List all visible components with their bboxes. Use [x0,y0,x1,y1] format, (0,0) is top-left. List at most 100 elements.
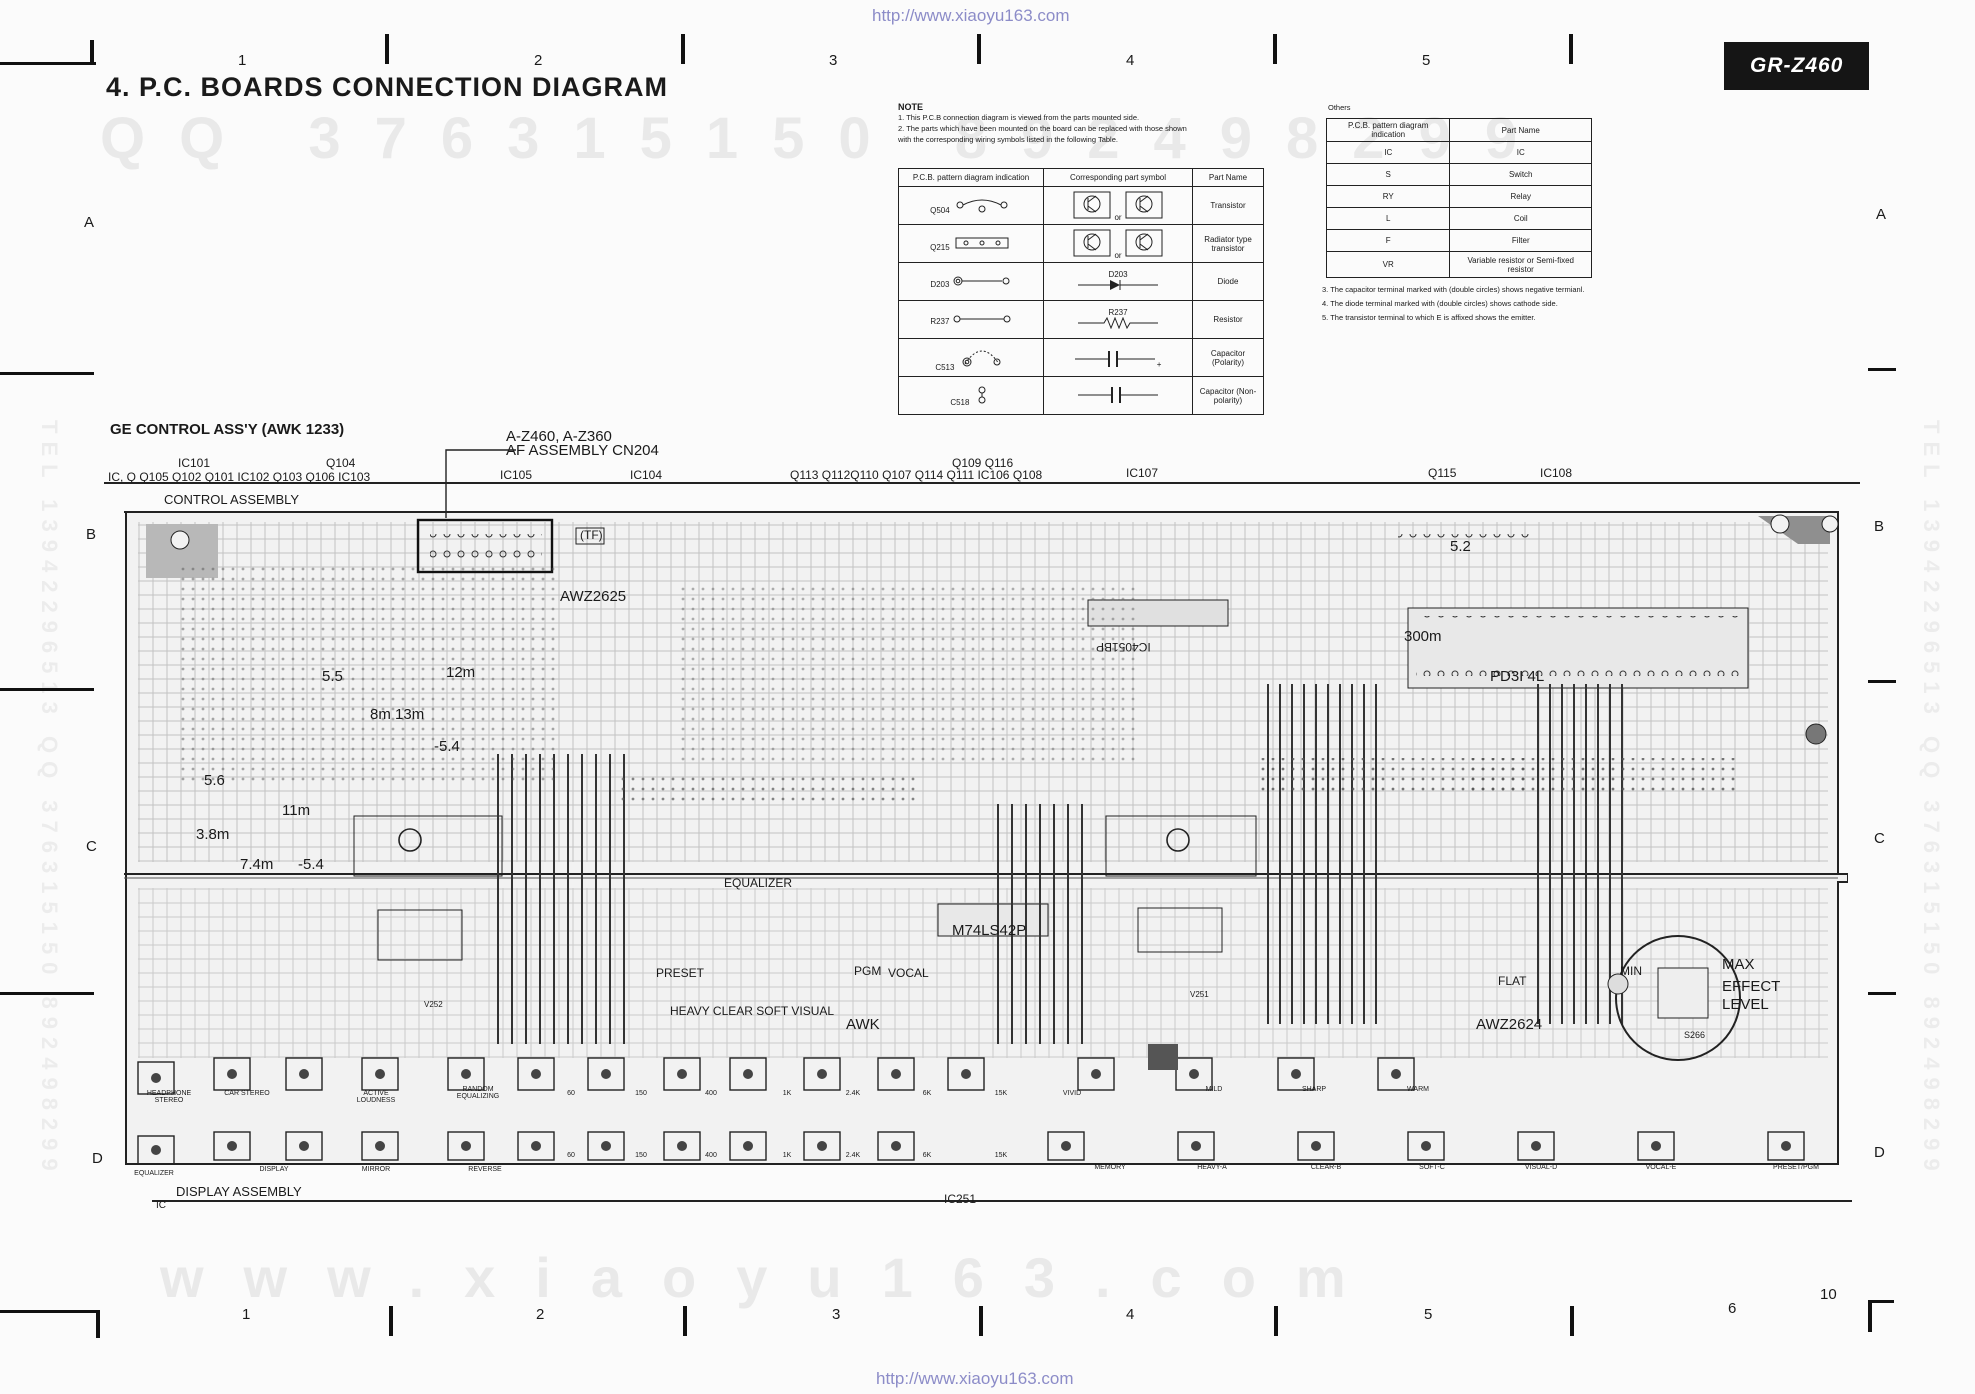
qq-watermark: QQ 376315150 892498299 [100,106,1552,171]
switch-label-active-loudness: ACTIVE LOUDNESS [356,1090,396,1104]
grid-col-top-5: 5 [1422,52,1431,69]
corner-mark-br-h [1868,1300,1894,1303]
pcb-label-v251: V251 [1190,990,1209,999]
grid-col-bottom-1: 1 [242,1306,251,1323]
pcb-label-equalizer: EQUALIZER [724,876,793,890]
pattern-diode-icon [953,276,1010,285]
edge-mark-left-3 [0,992,94,995]
pcb-label-v252: V252 [424,1000,443,1009]
switch-label-vocal-e: VOCAL-E [1645,1164,1677,1171]
grid-row-right-a: A [1876,206,1887,223]
resistor-symbol-icon [1078,316,1158,330]
others-code: VR [1325,251,1451,278]
grid-row-left-c: C [86,838,97,855]
col-sep-top-2 [681,34,685,64]
diode-symbol-icon [1078,280,1158,290]
col-sep-top-1 [385,34,389,64]
note-line-3: with the corresponding wiring symbols li… [898,135,1118,144]
legend-header-pattern: P.C.B. pattern diagram indication [898,168,1044,187]
pcb-label-effect: EFFECT [1722,978,1781,995]
legend-row-transistor: Q504 or Transistor [898,186,1264,225]
ref-label-q109-q116: Q109 Q116 [952,456,1014,470]
source-url-top[interactable]: http://www.xiaoyu163.com [872,6,1070,25]
switch-label-15k-a: 15K [994,1090,1008,1097]
switch-label-1k-b: 1K [782,1152,792,1159]
others-name: Relay [1449,185,1592,208]
switch-label-6k-a: 6K [922,1090,932,1097]
radiator-transistor-symbol-alt-icon [1125,229,1163,256]
connector-label-2: AF ASSEMBLY CN204 [506,442,659,459]
grid-col-bottom-4: 4 [1126,1306,1135,1323]
transistor-symbol-icon [1073,191,1111,218]
voltage-label-7-4m: 7.4m [240,856,274,873]
others-code: L [1325,207,1451,230]
legend-row-resistor: R237 R237 Resistor [898,300,1264,339]
note-block: NOTE 1. This P.C.B connection diagram is… [898,102,1268,145]
pattern-capacitor-nonpolar-icon [978,386,986,403]
pcb-label-ic4051bp: IC4051BP [1096,640,1151,654]
others-code: F [1325,229,1451,252]
grid-col-top-1: 1 [238,52,247,69]
col-sep-bottom-4 [1274,1306,1278,1336]
switch-label-sharp: SHARP [1301,1086,1327,1093]
voltage-label-12m: 12m [446,664,476,681]
part-name: Diode [1192,262,1264,301]
part-name: Radiator type transistor [1192,224,1264,263]
col-sep-bottom-3 [979,1306,983,1336]
switch-label-mild: MILD [1205,1086,1223,1093]
switch-label-soft-c: SOFT-C [1419,1164,1445,1171]
switch-label-visual-d: VISUAL-D [1524,1164,1558,1171]
model-badge: GR-Z460 [1724,42,1870,90]
grid-col-top-3: 3 [829,52,838,69]
pcb-label-vocal: VOCAL [888,966,929,980]
connector-label-1: A-Z460, A-Z360 [506,428,612,445]
legend-row-capacitor-polarity: C513 + Capacitor (Polarity) [898,338,1264,377]
voltage-label-8m-13m: 8m 13m [370,706,425,723]
ref-label-q104: Q104 [326,456,356,470]
grid-col-bottom-5: 5 [1424,1306,1433,1323]
grid-row-right-b: B [1874,518,1885,535]
legend-header-part: Part Name [1192,168,1264,187]
corner-mark-br-v [1868,1300,1872,1332]
others-name: Variable resistor or Semi-fixed resistor [1449,251,1592,278]
ref-label-ic108: IC108 [1540,466,1573,480]
transistor-symbol-alt-icon [1125,191,1163,218]
source-url-bottom[interactable]: http://www.xiaoyu163.com [876,1369,1074,1388]
pcb-label-awz2625: AWZ2625 [560,588,627,605]
polarity-plus: + [1156,359,1162,369]
pattern-label: D203 [930,279,950,289]
grid-col-top-4: 4 [1126,52,1135,69]
pcb-label-mode-row: HEAVY CLEAR SOFT VISUAL [670,1004,835,1018]
edge-mark-left-1 [0,372,94,375]
col-sep-bottom-1 [389,1306,393,1336]
switch-label-400-a: 400 [705,1090,717,1097]
symbol-label: D203 [1108,270,1128,279]
others-note-3: 3. The capacitor terminal marked with (d… [1322,285,1585,294]
switch-label-15k-b: 15K [994,1152,1008,1159]
legend-row-diode: D203 D203 Diode [898,262,1264,301]
switch-label-150-a: 150 [635,1090,647,1097]
others-name: Coil [1449,207,1592,230]
assembly-title: GE CONTROL ASS'Y (AWK 1233) [110,421,345,438]
grid-row-left-a: A [84,214,95,231]
voltage-label-minus-5-4-b: -5.4 [298,856,324,873]
page-number: 10 [1820,1286,1837,1303]
switch-label-random-equalizing: RANDOM EQUALIZING [456,1086,500,1100]
switch-label-clear-b: CLEAR-B [1310,1164,1342,1171]
pcb-label-pd3i4l: PD3I 4L [1490,668,1545,685]
display-rule [152,1200,1852,1202]
switch-label-150-b: 150 [635,1152,647,1159]
grid-col-bottom-2: 2 [536,1306,545,1323]
others-name: Switch [1449,163,1592,186]
ref-label-ic105: IC105 [500,468,533,482]
switch-label-headphone-stereo: HEADPHONE STEREO [146,1090,192,1104]
part-name: Resistor [1192,300,1264,339]
edge-mark-right-1 [1868,368,1896,371]
pattern-transistor-icon [956,199,1008,212]
col-sep-bottom-5 [1570,1306,1574,1336]
